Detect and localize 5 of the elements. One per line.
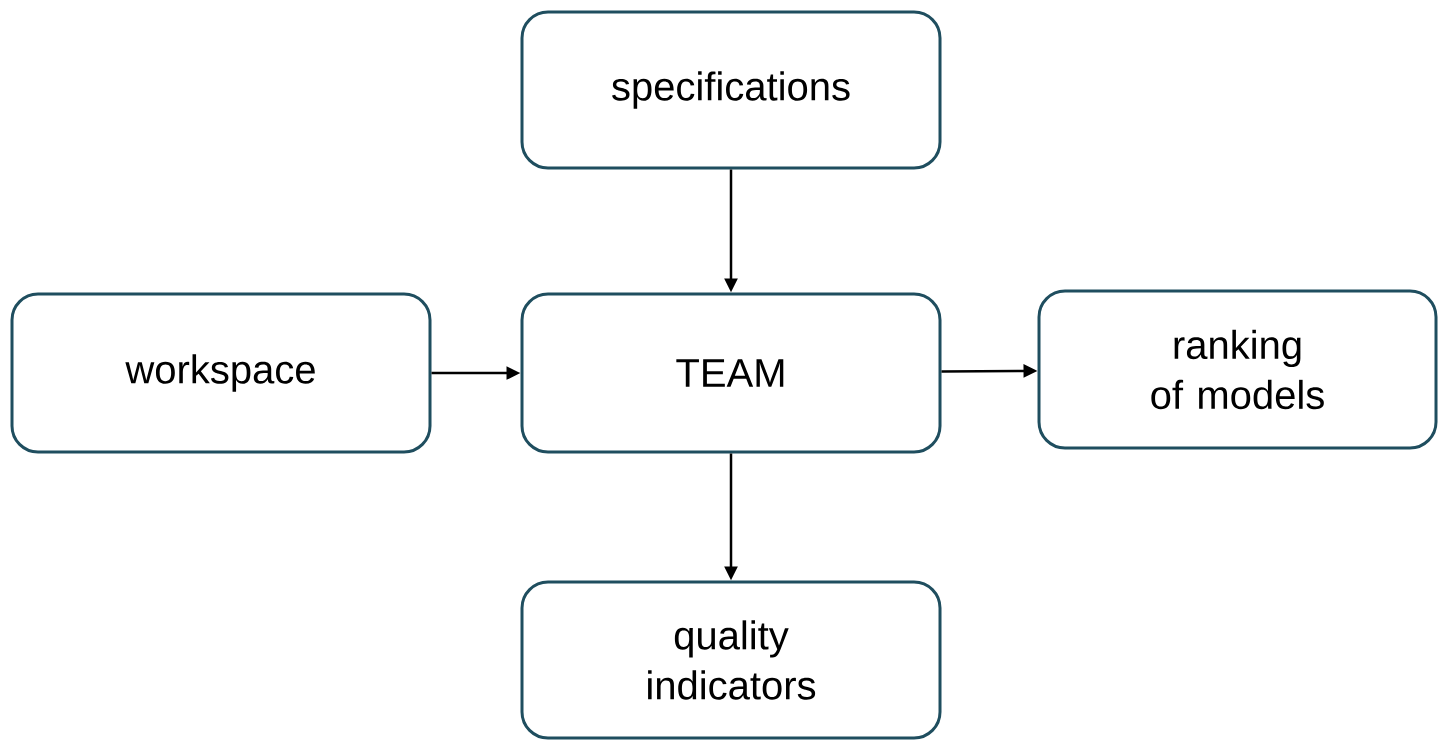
process-box: quality indicators [520,580,942,740]
process-box: specifications [520,10,942,170]
process-box: TEAM [520,292,942,454]
process-box: workspace [10,292,432,454]
process-box: ranking of models [1037,289,1438,450]
